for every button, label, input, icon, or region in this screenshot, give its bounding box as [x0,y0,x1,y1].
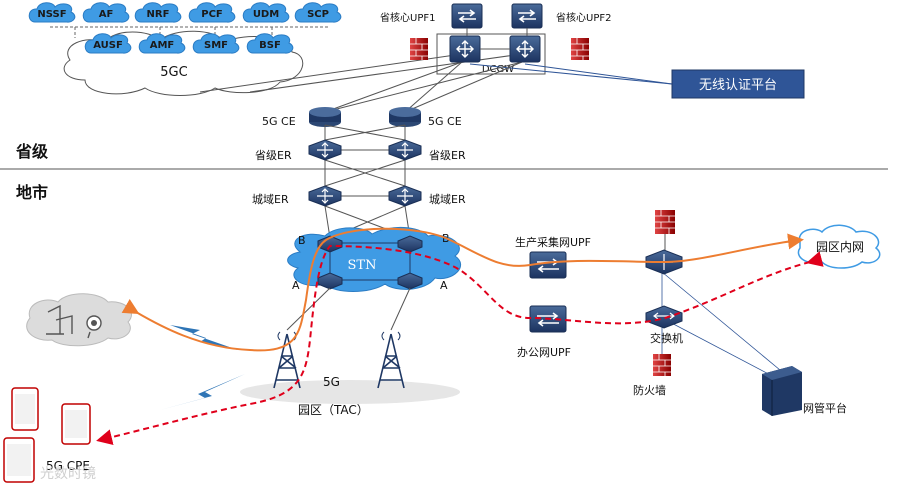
tac-area [240,380,460,404]
core-cloud-label: 5GC [160,65,187,80]
core-nf-pcf-label: PCF [201,9,223,20]
city-er-label-2: 城域ER [429,193,466,206]
level-province-label: 省级 [15,142,49,161]
wireless-auth-label: 无线认证平台 [699,78,777,93]
dcgw-ce-link [404,61,463,113]
city-er-router-1 [308,185,342,207]
stn-node-a-label-1: A [292,279,300,292]
core-nf-udm-label: UDM [253,9,279,20]
firewall-icon [653,354,671,376]
cpe-device-icon [61,403,91,445]
cpe-label: 5G CPE [46,459,90,473]
core-nf-af: AF [82,2,130,23]
cpe-device-icon [11,387,39,431]
ce-label-1: 5G CE [262,115,296,128]
switch-device [645,305,683,329]
core-nf-nssf: NSSF [28,2,76,23]
core-nf-bsf-label: BSF [259,40,281,51]
campus-net-label: 园区内网 [816,240,864,254]
core-nf-bsf: BSF [246,33,294,54]
dcgw-ce-link [324,61,463,113]
core-nf-amf-label: AMF [150,40,175,51]
nms-server-icon [762,366,802,416]
dcgw-switch-2 [509,35,541,63]
right-links [661,271,781,381]
core-nf-nrf-label: NRF [147,9,170,20]
dcgw-box [436,33,546,75]
dcgw-ce-link [404,61,523,113]
upf2-device [511,3,543,29]
wireless-auth-box [671,69,805,99]
office-upf-label: 办公网UPF [517,346,571,359]
stn-label: STN [348,258,377,273]
core-nf-smf: SMF [192,33,240,54]
dcgw-label: DCGW [482,64,514,75]
core-nf-nrf: NRF [134,2,182,23]
five-g-label: 5G [323,375,340,389]
ce-router-2 [389,107,421,127]
city-er-router-2 [388,185,422,207]
ce-label-2: 5G CE [428,115,462,128]
tower-link [390,287,411,331]
core-nf-smf-label: SMF [204,40,228,51]
core-nf-udm: UDM [242,2,290,23]
auth-link [524,63,673,85]
firewall-icon [655,210,675,234]
switch-label: 交换机 [650,331,683,345]
backbone-links [324,124,411,239]
core-nf-af-label: AF [99,9,114,20]
level-city-label: 地市 [16,183,48,202]
upf1-device [451,3,483,29]
nms-label: 网管平台 [803,401,847,415]
prov-er-label-1: 省级ER [255,149,292,162]
ce-router-1 [309,107,341,127]
prov-er-router-1 [308,139,342,161]
wireless-signal-icon [160,325,245,410]
core-dcgw-link [199,53,463,93]
firewall-icon [410,38,428,60]
stn-node-a-label-2: A [440,279,448,292]
core-nf-scp: SCP [294,2,342,23]
tac-label: 园区（TAC） [298,403,369,417]
city-er-label-1: 城域ER [252,193,289,206]
core-nf-scp-label: SCP [307,9,329,20]
prov-er-router-2 [388,139,422,161]
prov-er-label-2: 省级ER [429,149,466,162]
upf2-label: 省核心UPF2 [556,11,611,24]
firewall-icon [571,38,589,60]
dcgw-ce-link [324,61,523,113]
base-station-icon [377,331,405,389]
upf1-label: 省核心UPF1 [380,11,435,24]
core-nf-nssf-label: NSSF [37,9,66,20]
core-nf-amf: AMF [138,33,186,54]
prod-upf-label: 生产采集网UPF [515,235,591,249]
core-nf-ausf-label: AUSF [93,40,123,51]
office-traffic-path [96,244,824,445]
dcgw-switch-1 [449,35,481,63]
firewall-label: 防火墙 [633,383,666,397]
core-nf-ausf: AUSF [84,33,132,54]
industrial-cloud [26,293,132,347]
stn-node-b-label-1: B [298,234,306,247]
core-nf-pcf: PCF [188,2,236,23]
base-station-icon [273,331,301,389]
auth-link [469,63,673,85]
cpe-device-icon [3,437,35,483]
watermark: 光数时镜 [40,466,96,482]
production-traffic-path [121,227,804,352]
tower-link [286,287,331,331]
